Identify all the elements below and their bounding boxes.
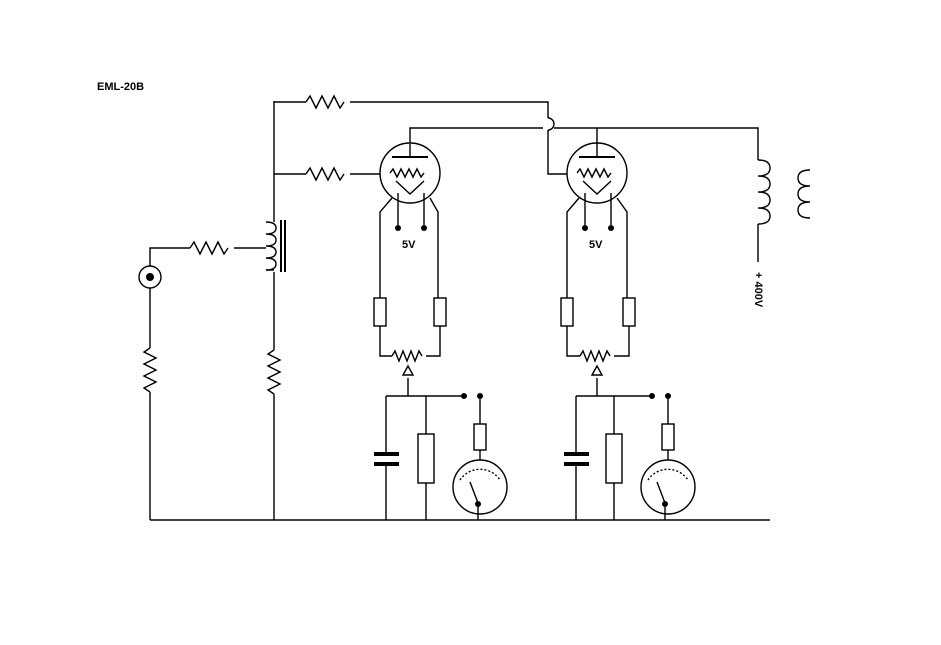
cathode-resistor [373,297,387,327]
supply-label: + 400V [752,272,764,308]
filament-terminal [421,225,427,231]
meter-gauge-right [640,459,696,515]
switch-contact [649,393,655,399]
filament-terminal [582,225,588,231]
vacuum-tube-left [379,142,441,204]
diagram-title: EML-20B [97,81,144,93]
meter-series-resistor [473,423,487,451]
meter-shunt-resistor [417,433,435,484]
input-wire [149,247,190,266]
switch-contact [461,393,467,399]
input-resistor [189,240,229,256]
top-wire-b [350,101,549,118]
balance-pot-left [391,349,423,363]
meter-series-resistor [661,423,675,451]
meter-shunt-resistor [605,433,623,484]
plate-wire-left [409,127,543,144]
output-transformer [757,159,811,225]
pot-wires-right [566,326,630,357]
filament-wires-left [397,203,425,225]
balance-pot-right [579,349,611,363]
cathode-resistor [560,297,574,327]
filament-terminal [608,225,614,231]
plate-wire-right [554,127,759,160]
pot-wiper-arrow [401,364,415,376]
cathode-resistor [433,297,447,327]
cathode-wires-left [379,197,439,298]
input-shunt-resistor [142,347,158,393]
input-jack [138,265,162,289]
filament-label-right: 5V [589,239,603,251]
input-transformer [265,220,286,272]
vacuum-tube-right [566,142,628,204]
filament-label-left: 5V [402,239,416,251]
pot-wires-left [379,326,441,357]
filament-terminal [395,225,401,231]
pot-wiper-arrow [590,364,604,376]
grid-resistor [305,166,345,182]
right-grid-wire [547,130,570,175]
top-resistor [305,94,345,110]
bypass-capacitor-right [564,452,589,466]
bus-resistor [266,349,282,395]
bypass-capacitor-left [374,452,399,466]
switch-contact [665,393,671,399]
filament-wires-right [584,203,612,225]
cathode-wires-right [566,197,628,298]
cathode-resistor [622,297,636,327]
meter-gauge-left [452,459,508,515]
wire-crossover [547,117,555,131]
switch-contact [477,393,483,399]
